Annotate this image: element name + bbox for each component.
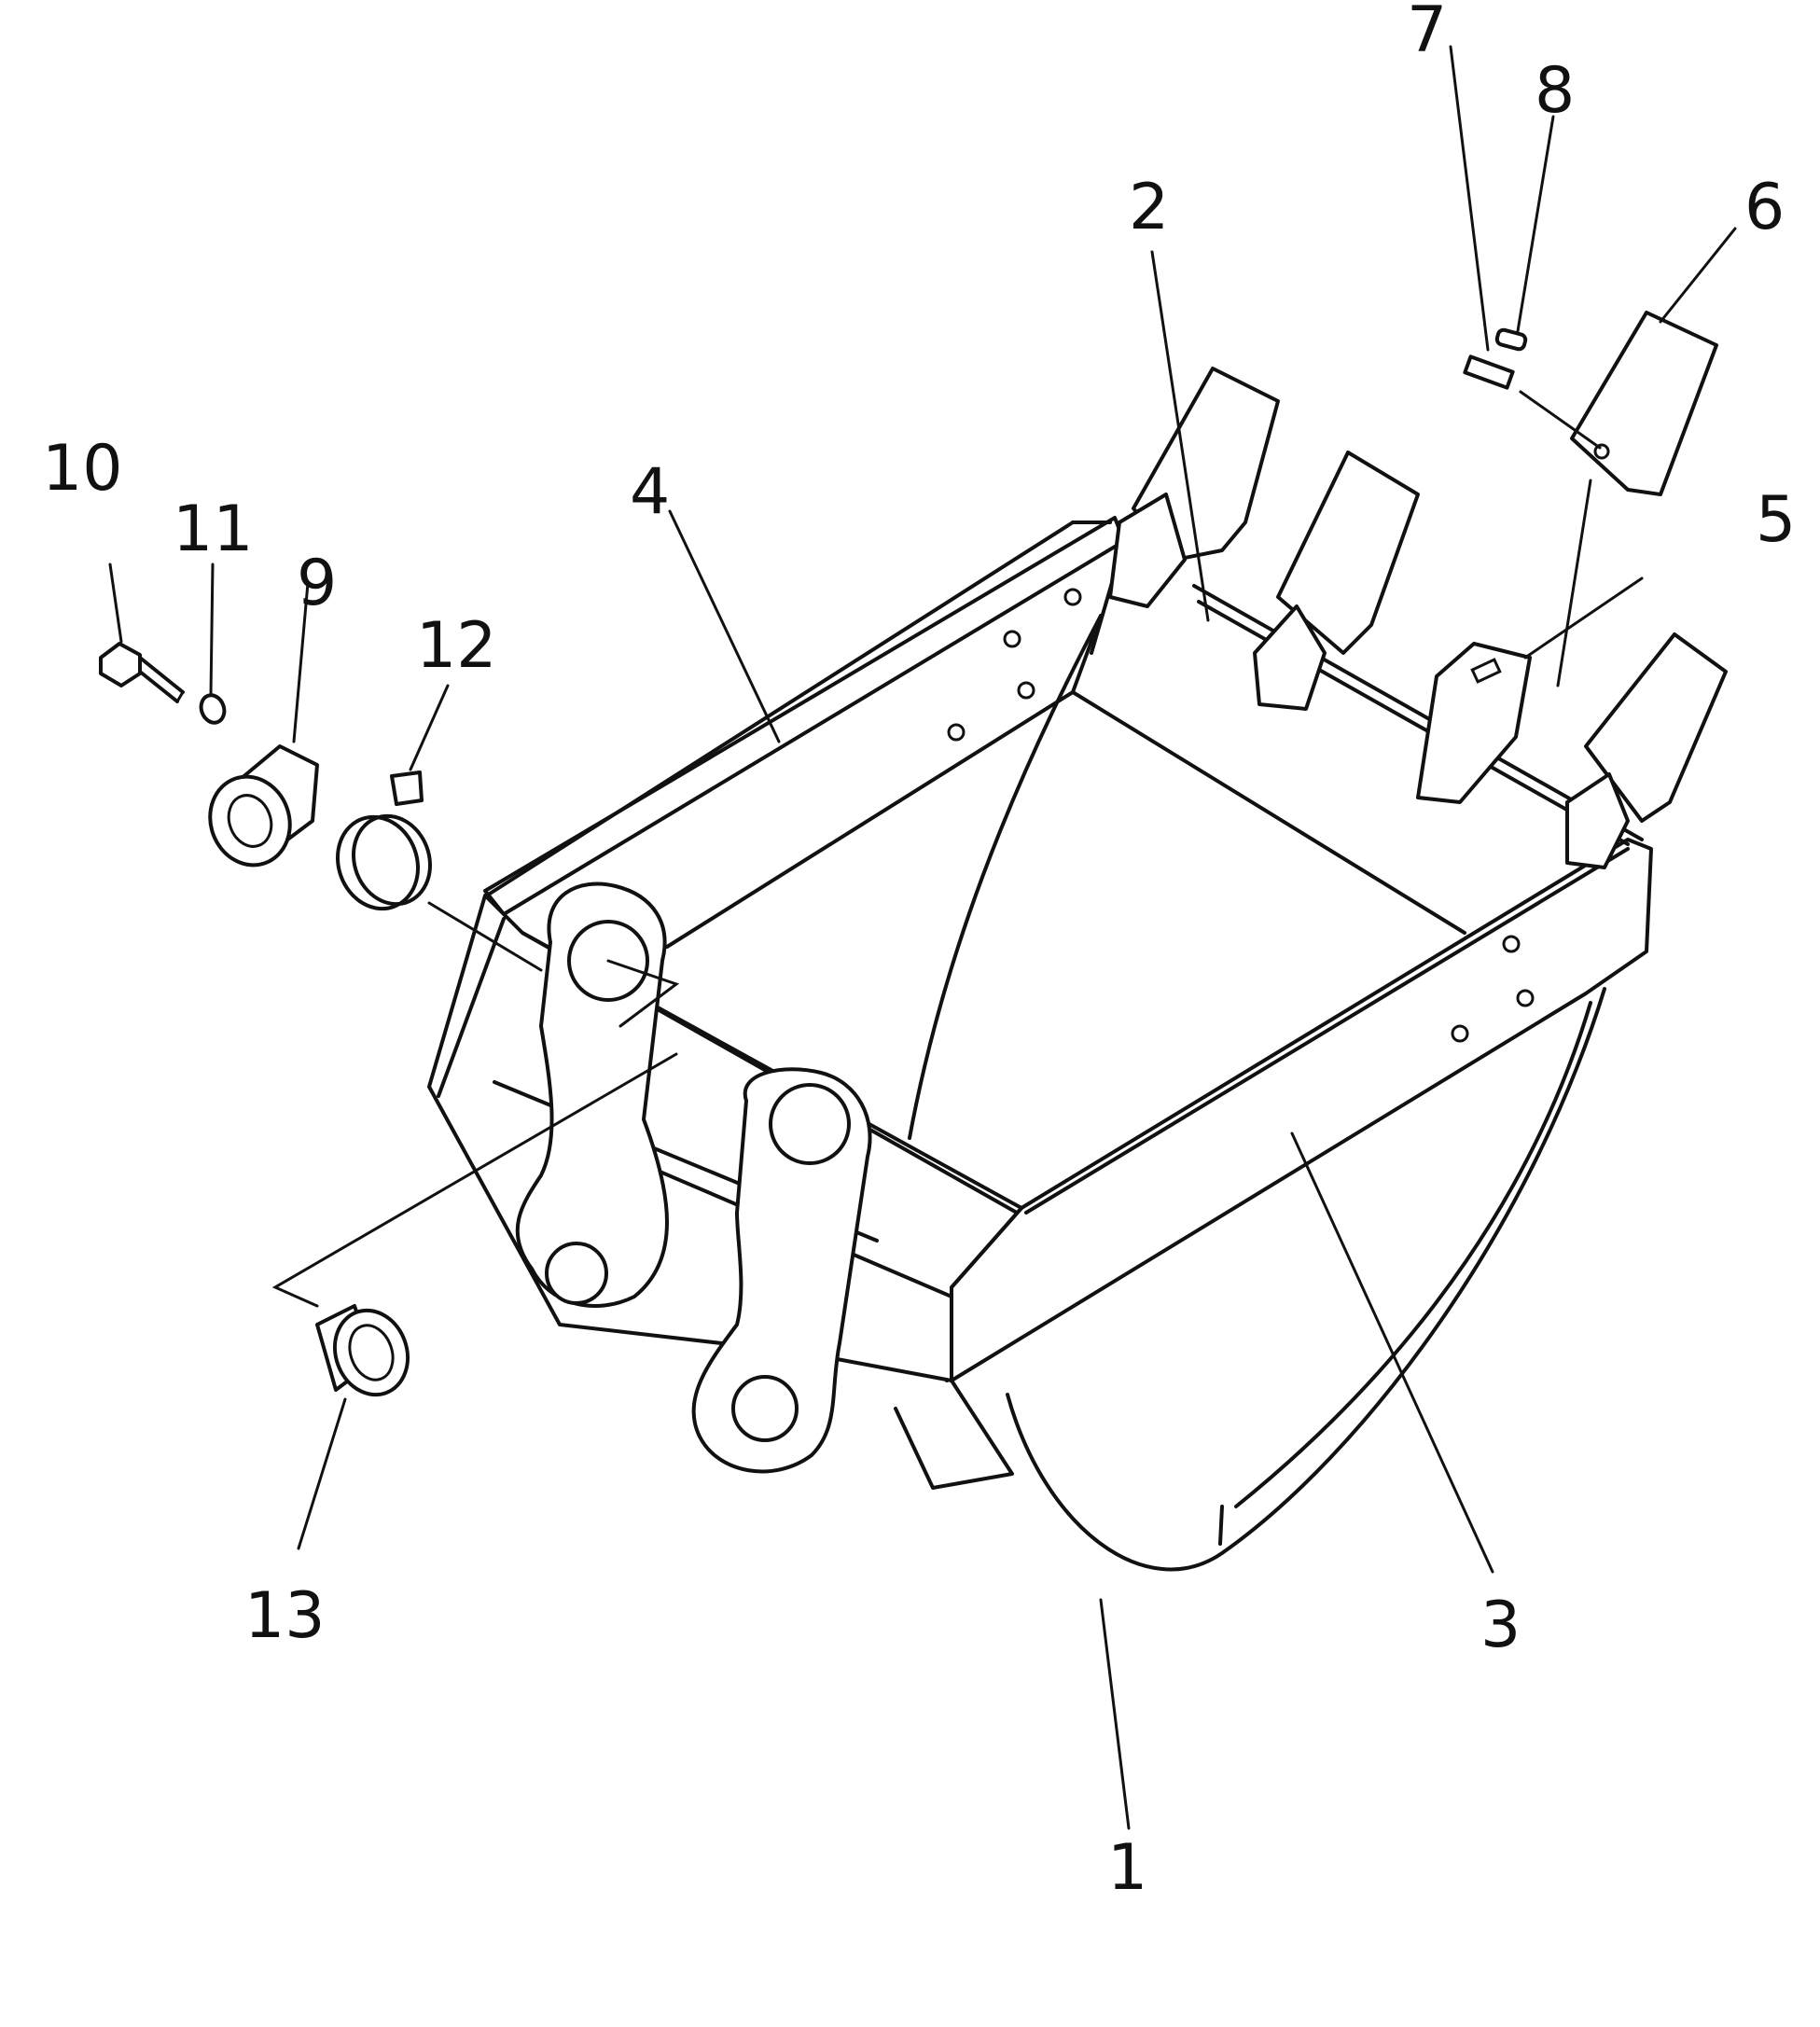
callout-8: 8 — [1535, 54, 1575, 128]
washer-11 — [199, 693, 227, 725]
callout-10: 10 — [42, 432, 123, 506]
callout-labels: 1 2 3 4 5 6 7 8 9 10 11 12 13 — [42, 0, 1796, 1905]
pin-7 — [1463, 354, 1515, 390]
callout-13: 13 — [244, 1579, 326, 1653]
tooth-2 — [1253, 451, 1420, 711]
callout-3: 3 — [1480, 1589, 1521, 1662]
callout-5: 5 — [1756, 483, 1796, 557]
bolt-10 — [99, 642, 185, 703]
tooth-4 — [1565, 632, 1728, 869]
lug-left — [515, 882, 669, 1308]
side-plate-right — [945, 838, 1653, 1382]
shim-12 — [335, 771, 433, 911]
bushing-9 — [208, 744, 319, 868]
callout-1: 1 — [1107, 1831, 1147, 1905]
callout-9: 9 — [297, 547, 337, 620]
lock-8 — [1494, 327, 1528, 352]
plug-13 — [315, 1304, 410, 1397]
tooth-1 — [1108, 367, 1280, 608]
assembly-lines — [271, 901, 680, 1308]
bucket-shell — [665, 614, 1606, 1572]
callout-6: 6 — [1744, 171, 1785, 244]
lug-right — [691, 1067, 872, 1474]
tooth-point-6 — [1570, 311, 1718, 496]
tooth-adapter-5 — [1416, 642, 1532, 804]
callout-7: 7 — [1407, 0, 1447, 67]
leader-lines — [108, 45, 1737, 1830]
callout-11: 11 — [173, 493, 254, 566]
callout-4: 4 — [630, 455, 670, 529]
side-plate-left — [483, 516, 1126, 939]
callout-2: 2 — [1129, 171, 1169, 244]
callout-12: 12 — [416, 609, 497, 683]
bucket-rim — [488, 521, 1644, 895]
